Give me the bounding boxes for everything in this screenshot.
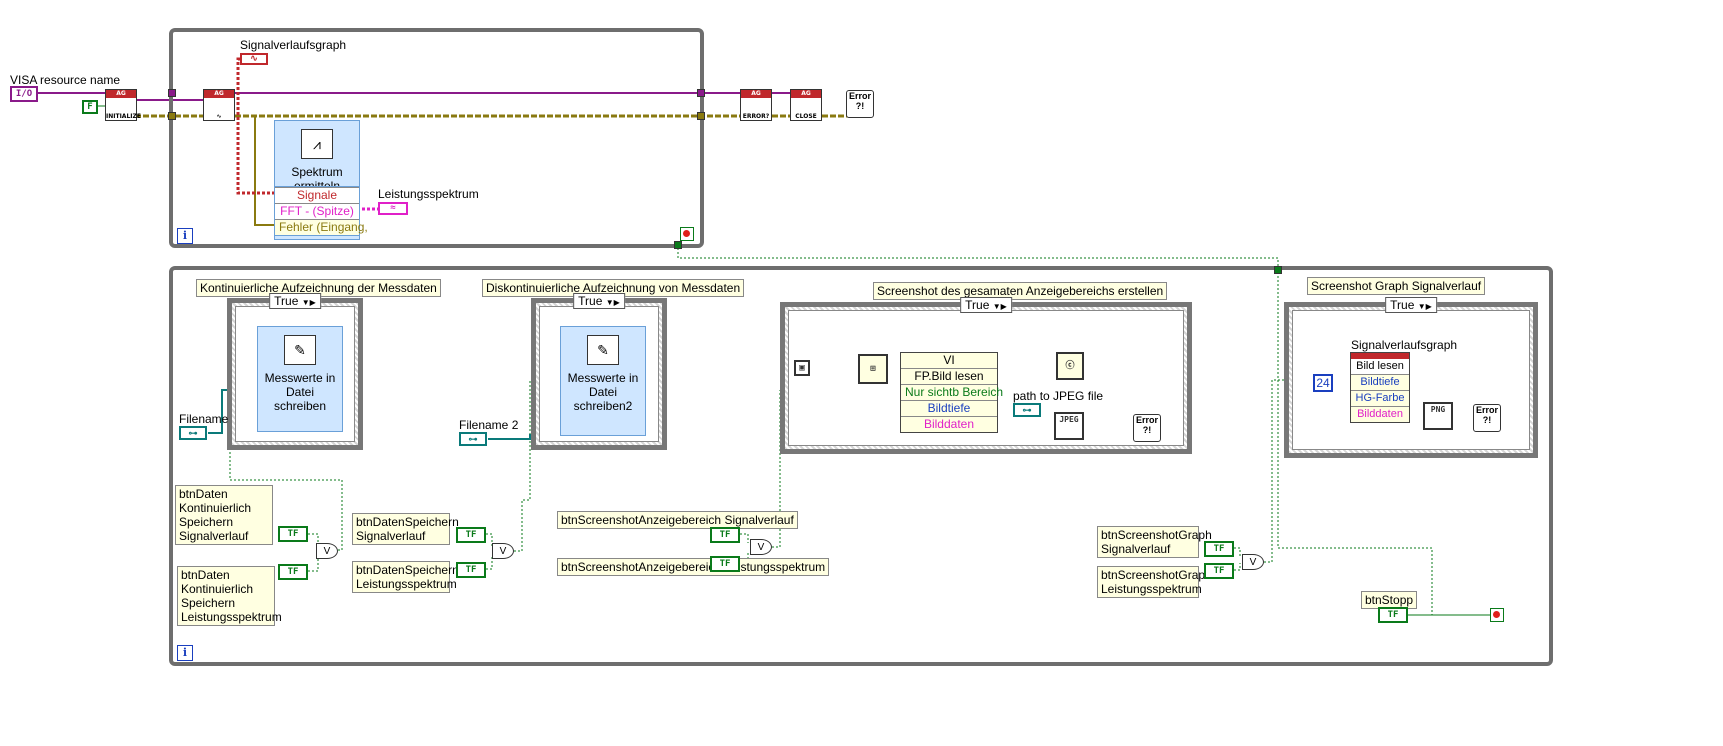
- case-selector-1[interactable]: True ▼▶: [269, 293, 321, 309]
- write-file-icon-2: ✎: [587, 335, 619, 365]
- bottom-loop-index-icon: i: [177, 645, 193, 661]
- signale-row[interactable]: Signale: [275, 187, 359, 203]
- graph-bildtiefe-row[interactable]: Bildtiefe: [1351, 374, 1409, 390]
- num-24-constant[interactable]: 24: [1313, 374, 1333, 392]
- hg-farbe-row[interactable]: HG-Farbe: [1351, 390, 1409, 406]
- nur-sichtb-row[interactable]: Nur sichtb Bereich: [901, 384, 1003, 400]
- bildtiefe-row[interactable]: Bildtiefe: [901, 400, 997, 416]
- btnstopp-label: btnStopp: [1361, 591, 1418, 609]
- or-gate-2[interactable]: V: [492, 543, 514, 559]
- comment-btn-kont-sig: btnDaten Kontinuierlich Speichern Signal…: [175, 485, 273, 545]
- case-selector-3[interactable]: True ▼▶: [960, 297, 1012, 313]
- error-handler-icon-3[interactable]: Error ?!: [1133, 414, 1161, 442]
- comment-btn-kont-leist: btnDaten Kontinuierlich Speichern Leistu…: [177, 566, 282, 626]
- messwerte-express-vi-1[interactable]: ✎ Messwerte in Datei schreiben: [257, 326, 343, 432]
- write-jpeg-icon[interactable]: JPEG: [1054, 412, 1084, 440]
- graph-node-bar: [1351, 353, 1409, 359]
- comment-btn-sp-leist: btnDatenSpeichern Leistungsspektrum: [352, 561, 459, 593]
- btn-kont-sig-terminal[interactable]: TF: [278, 526, 308, 542]
- or-gate-4[interactable]: V: [1242, 554, 1264, 570]
- vi-node-header: VI: [901, 353, 997, 368]
- fft-row[interactable]: FFT - (Spitze): [275, 203, 359, 219]
- case-selector-2[interactable]: True ▼▶: [573, 293, 625, 309]
- bottom-loop-stop-terminal[interactable]: [1490, 608, 1504, 622]
- comment-btn-sa-leist: btnScreenshotAnzeigebereich Leistungsspe…: [557, 558, 830, 576]
- graph-invoke-node[interactable]: Bild lesen Bildtiefe HG-Farbe Bilddaten: [1350, 352, 1410, 423]
- graph-bilddaten-row[interactable]: Bilddaten: [1351, 406, 1409, 422]
- spectrum-rows: Signale FFT - (Spitze) Fehler (Eingang,: [274, 186, 368, 236]
- vi-property-node[interactable]: VI FP.Bild lesen Nur sichtb Bereich Bild…: [900, 352, 1003, 433]
- comment-screenshot-graph: Screenshot Graph Signalverlauf: [1307, 277, 1486, 295]
- or-gate-1[interactable]: V: [316, 543, 338, 559]
- fehler-row[interactable]: Fehler (Eingang,: [275, 219, 368, 235]
- btn-kont-leist-terminal[interactable]: TF: [278, 564, 308, 580]
- messwerte-title-1: Messwerte in Datei schreiben: [264, 371, 336, 413]
- messwerte-express-vi-2[interactable]: ✎ Messwerte in Datei schreiben2: [560, 326, 646, 436]
- visa-tunnel-out: [697, 89, 705, 97]
- false-constant[interactable]: F: [82, 100, 98, 114]
- top-loop-stop-terminal[interactable]: [680, 227, 694, 241]
- visa-tunnel-in: [168, 89, 176, 97]
- open-vi-ref-icon[interactable]: ⊞: [858, 354, 888, 384]
- top-while-loop[interactable]: [169, 28, 704, 248]
- filename-label: Filename: [179, 412, 229, 426]
- filename-control[interactable]: ⊶: [179, 426, 207, 440]
- leistungsspektrum-indicator[interactable]: ≈: [378, 202, 408, 215]
- filename2-control[interactable]: ⊶: [459, 432, 487, 446]
- fp-bild-lesen-row[interactable]: FP.Bild lesen: [901, 368, 997, 384]
- write-file-icon: ✎: [284, 335, 316, 365]
- err-tunnel-out: [697, 112, 705, 120]
- comment-btn-sa-sig: btnScreenshotAnzeigebereich Signalverlau…: [557, 511, 798, 529]
- simple-error-handler-icon[interactable]: Error ?!: [846, 90, 874, 118]
- loop-index-icon: i: [177, 228, 193, 244]
- comment-screenshot-all: Screenshot des gesamaten Anzeigebereichs…: [873, 282, 1168, 300]
- btnstopp-terminal[interactable]: TF: [1378, 607, 1408, 623]
- comment-btn-sg-sig: btnScreenshotGraph Signalverlauf: [1097, 526, 1212, 558]
- btn-sg-leist-terminal[interactable]: TF: [1204, 563, 1234, 579]
- btn-sg-sig-terminal[interactable]: TF: [1204, 541, 1234, 557]
- stop-tunnel-top: [674, 241, 682, 249]
- bild-lesen-row[interactable]: Bild lesen: [1351, 359, 1409, 374]
- leistungsspektrum-label: Leistungsspektrum: [378, 187, 479, 201]
- waveform-graph-indicator[interactable]: ∿: [240, 53, 268, 65]
- visa-resource-control[interactable]: I/O: [10, 86, 38, 102]
- btn-sp-sig-terminal[interactable]: TF: [456, 527, 486, 543]
- btn-sp-leist-terminal[interactable]: TF: [456, 562, 486, 578]
- read-waveform-vi-icon[interactable]: AG∿: [203, 89, 235, 121]
- peak-icon: ⩘: [301, 129, 333, 159]
- comment-btn-sg-leist: btnScreenshotGraph Leistungsspektrum: [1097, 566, 1212, 598]
- stop-tunnel: [1274, 266, 1282, 274]
- signalverlaufsgraph-label: Signalverlaufsgraph: [240, 38, 347, 52]
- btn-sa-sig-terminal[interactable]: TF: [710, 527, 740, 543]
- comment-btn-sp-sig: btnDatenSpeichern Signalverlauf: [352, 513, 459, 545]
- write-png-icon[interactable]: PNG: [1423, 402, 1453, 430]
- messwerte-title-2: Messwerte in Datei schreiben2: [567, 371, 639, 413]
- error-handler-icon-4[interactable]: Error ?!: [1473, 404, 1501, 432]
- case-selector-4[interactable]: True ▼▶: [1385, 297, 1437, 313]
- path-jpeg-label: path to JPEG file: [1013, 389, 1104, 403]
- filename2-label: Filename 2: [459, 418, 519, 432]
- err-tunnel-in: [168, 112, 176, 120]
- or-gate-3[interactable]: V: [750, 539, 772, 555]
- visa-resource-label: VISA resource name: [10, 73, 121, 87]
- path-jpeg-control[interactable]: ⊶: [1013, 403, 1041, 417]
- this-vi-ref[interactable]: ▣: [794, 360, 810, 376]
- bilddaten-row[interactable]: Bilddaten: [901, 416, 997, 432]
- graph-ref-label: Signalverlaufsgraph: [1351, 338, 1458, 352]
- close-ref-icon[interactable]: ⓒ: [1056, 352, 1084, 380]
- bottom-while-loop[interactable]: [169, 266, 1553, 666]
- btn-sa-leist-terminal[interactable]: TF: [710, 556, 740, 572]
